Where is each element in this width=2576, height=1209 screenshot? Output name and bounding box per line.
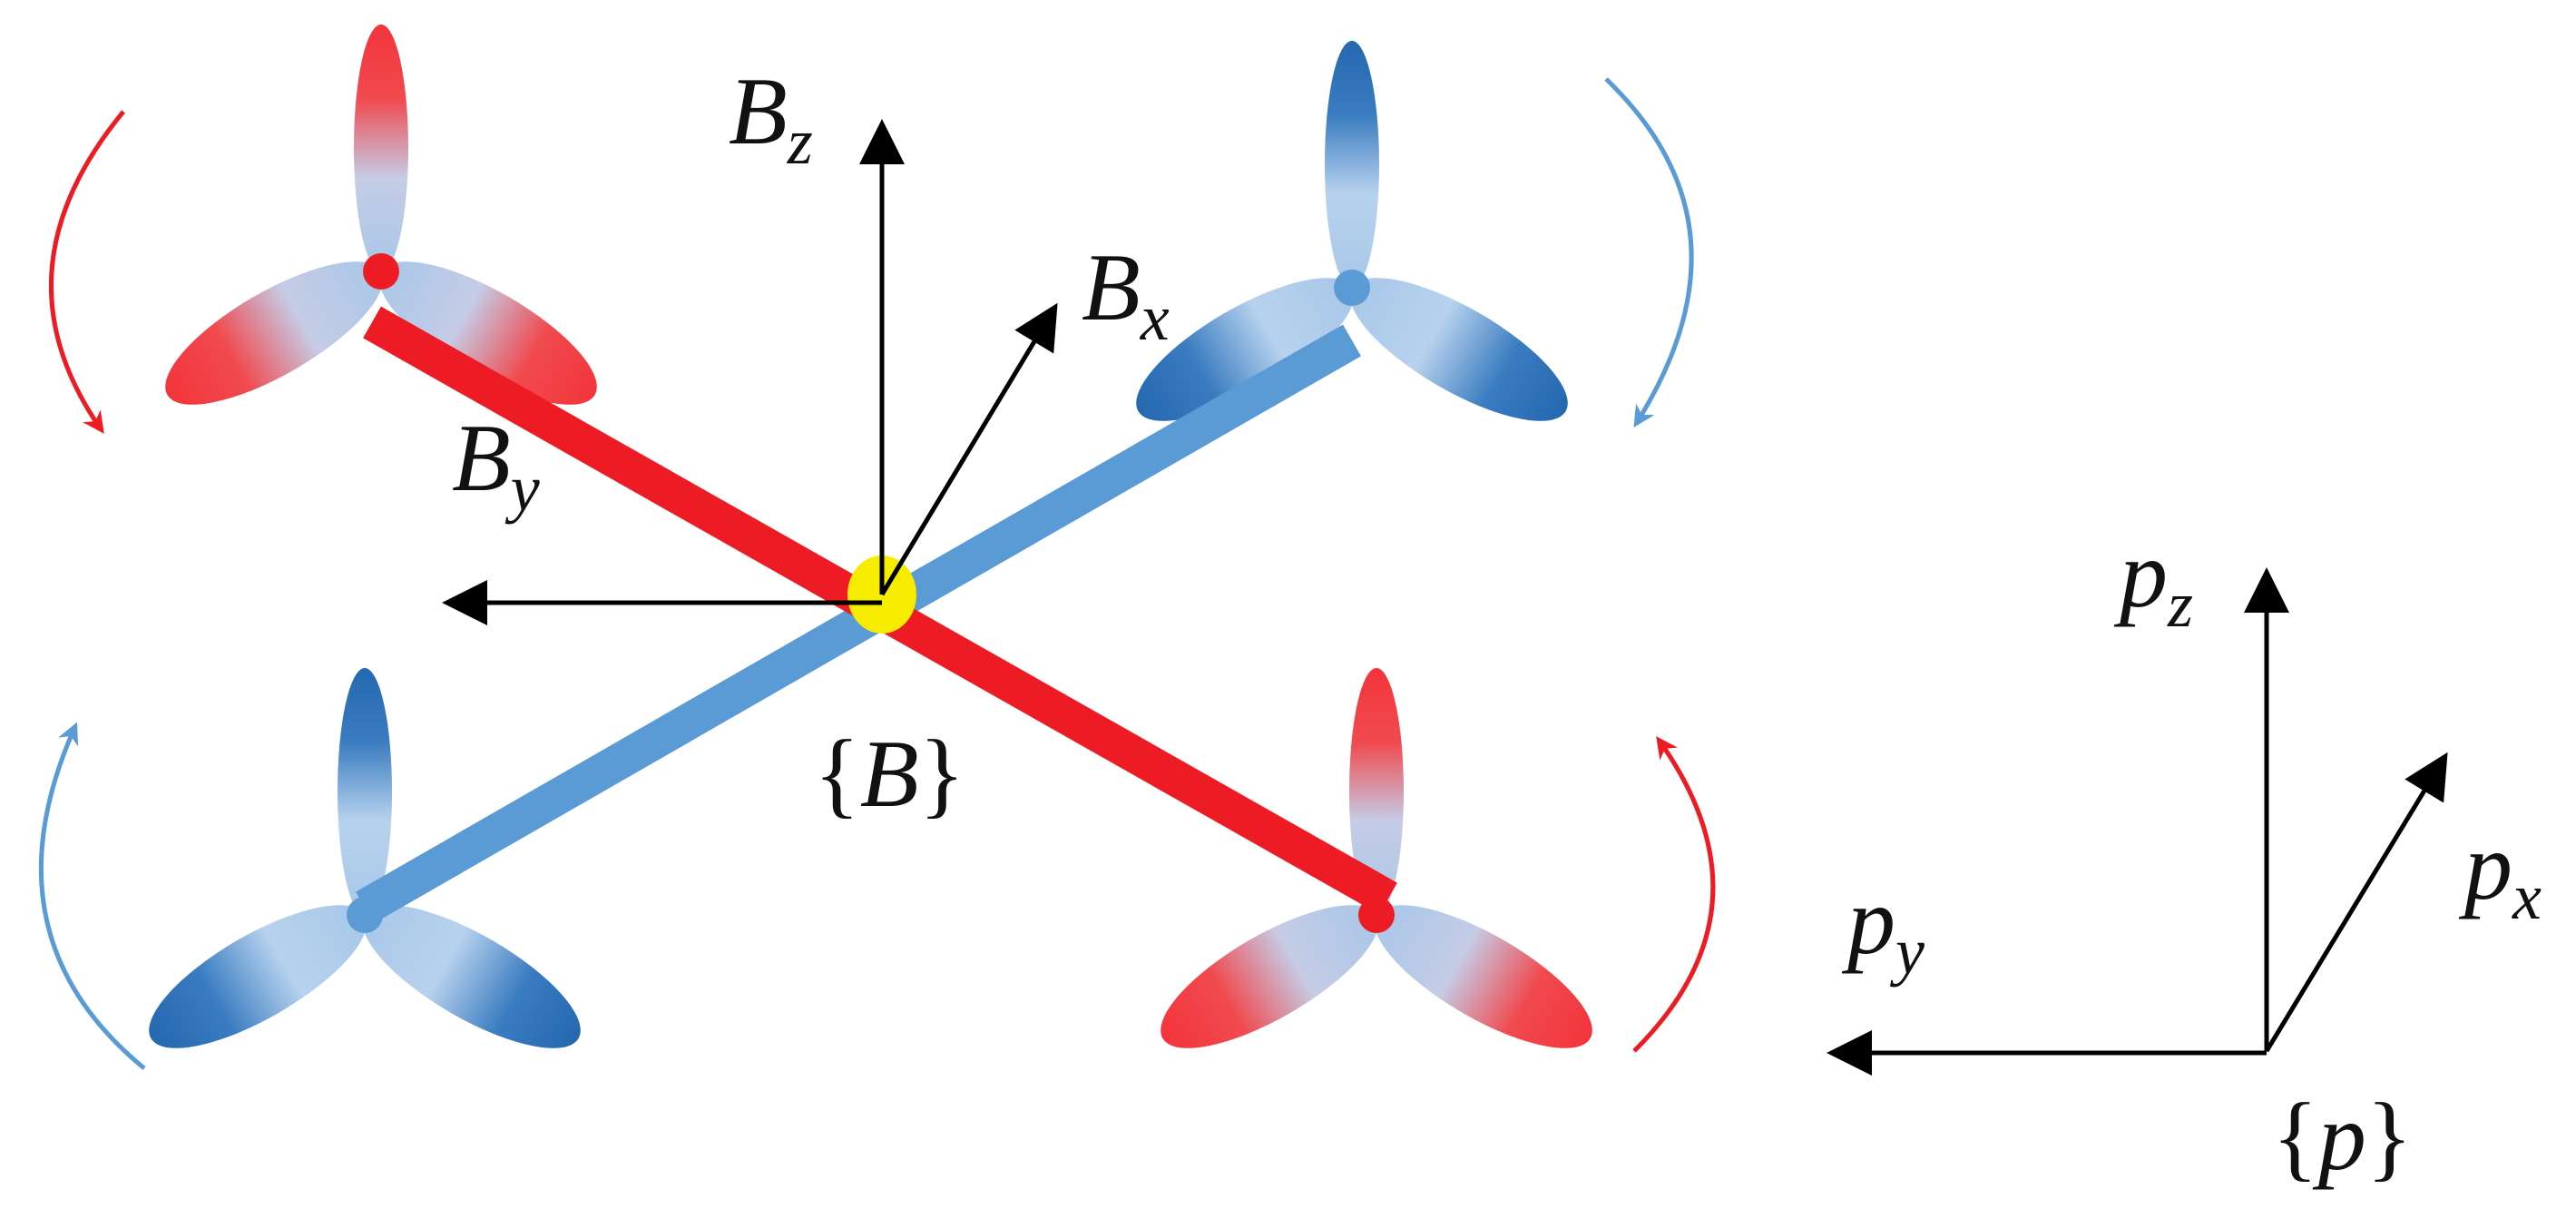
- body-frame-axes: [442, 119, 1058, 625]
- px-label: px: [2458, 813, 2542, 933]
- spin-arrow-rear-left: [38, 722, 146, 1070]
- rotor-blade-rear-left-left: [149, 905, 367, 1048]
- px-axis: [2264, 752, 2448, 1053]
- reference-frame-name: {p}: [2272, 1084, 2413, 1190]
- rotor-blade-rear-right-left: [1161, 905, 1379, 1048]
- spin-arrow-rear-right: [1632, 736, 1716, 1053]
- pz-label: pz: [2113, 521, 2193, 641]
- spin-arrows: [38, 77, 1716, 1070]
- rotor-hub-front-right: [1334, 270, 1370, 306]
- rotor-blade-front-left-right: [378, 261, 597, 405]
- reference-frame-axes: [1827, 567, 2448, 1076]
- rotor-blade-front-left-top: [354, 25, 408, 271]
- rotor-blade-rear-right-right: [1374, 905, 1592, 1048]
- rotor-blade-rear-left-top: [338, 668, 392, 915]
- rotor-front-left: [165, 25, 597, 405]
- body-frame-name: {B}: [814, 721, 965, 827]
- rotor-front-right: [1136, 41, 1568, 421]
- rotor-blade-rear-right-top: [1349, 668, 1404, 915]
- rotor-blades: [149, 25, 1592, 1048]
- rotor-hub-rear-left: [347, 897, 383, 933]
- rotor-blade-front-right-left: [1136, 278, 1355, 421]
- rotor-blade-front-left-left: [165, 261, 384, 405]
- bx-axis: [879, 302, 1058, 596]
- rotor-rear-right: [1161, 668, 1592, 1048]
- rotor-hub-rear-right: [1358, 897, 1395, 933]
- rotor-blade-front-right-right: [1349, 278, 1568, 421]
- by-label: By: [452, 405, 540, 525]
- bx-label: Bx: [1082, 234, 1170, 354]
- spin-arrow-front-right: [1604, 77, 1694, 428]
- blue-arm: [356, 324, 1361, 924]
- rotor-blade-front-right-top: [1325, 41, 1379, 288]
- rotor-hub-front-left: [363, 253, 399, 290]
- bz-label: Bz: [729, 58, 813, 178]
- py-label: py: [1841, 868, 1925, 988]
- rotor-hubs: [347, 253, 1395, 933]
- rotor-blade-rear-left-right: [362, 905, 581, 1048]
- spin-arrow-front-left: [49, 110, 125, 434]
- rotor-rear-left: [149, 668, 581, 1048]
